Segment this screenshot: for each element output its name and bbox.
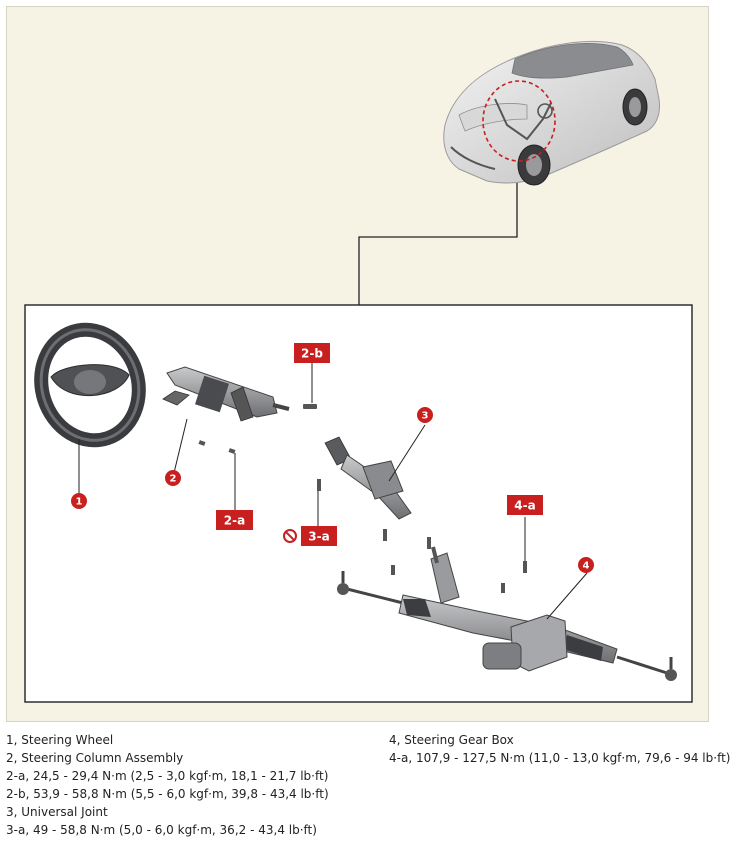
svg-text:4: 4 <box>583 561 590 572</box>
leader-lines <box>78 363 588 620</box>
legend-item-torque-2a: 2-a, 24,5 - 29,4 N·m (2,5 - 3,0 kgf·m, 1… <box>6 769 329 783</box>
callout-2: 2 <box>165 470 181 486</box>
callout-1: 1 <box>71 493 87 509</box>
svg-text:1: 1 <box>76 497 83 508</box>
tag-3a: 3-a <box>301 526 337 546</box>
svg-text:2: 2 <box>170 474 177 485</box>
legend-item-torque-2b: 2-b, 53,9 - 58,8 N·m (5,5 - 6,0 kgf·m, 3… <box>6 787 329 801</box>
legend-item-torque-4a: 4-a, 107,9 - 127,5 N·m (11,0 - 13,0 kgf·… <box>389 751 730 765</box>
steering-gear-box-part <box>337 546 677 681</box>
legend-item-universal-joint: 3, Universal Joint <box>6 805 108 819</box>
steering-system-diagram: 1 2 3 4 2-b 2-a 3-a 4-a <box>24 40 693 703</box>
tag-4a: 4-a <box>507 495 543 515</box>
svg-text:3-a: 3-a <box>308 530 329 544</box>
callout-3: 3 <box>417 407 433 423</box>
parts-legend: 1, Steering Wheel 2, Steering Column Ass… <box>6 731 730 841</box>
legend-column-left: 1, Steering Wheel 2, Steering Column Ass… <box>6 731 386 839</box>
detail-connector-line <box>358 183 518 305</box>
svg-text:3: 3 <box>422 411 429 422</box>
svg-text:2-b: 2-b <box>301 347 323 361</box>
no-reuse-icon <box>283 529 297 543</box>
legend-item-steering-wheel: 1, Steering Wheel <box>6 733 114 747</box>
legend-column-right: 4, Steering Gear Box 4-a, 107,9 - 127,5 … <box>389 731 730 767</box>
joint-bolts <box>317 479 527 593</box>
svg-text:2-a: 2-a <box>224 514 245 528</box>
universal-joint-part <box>324 436 412 520</box>
steering-wheel-part <box>34 322 146 448</box>
legend-item-torque-3a: 3-a, 49 - 58,8 N·m (5,0 - 6,0 kgf·m, 36,… <box>6 823 317 837</box>
legend-item-steering-gear-box: 4, Steering Gear Box <box>389 733 514 747</box>
callout-4: 4 <box>578 557 594 573</box>
tag-2a: 2-a <box>216 510 253 530</box>
svg-text:4-a: 4-a <box>514 499 535 513</box>
legend-item-steering-column: 2, Steering Column Assembly <box>6 751 184 765</box>
exploded-diagram-figure: 1 2 3 4 2-b 2-a 3-a 4-a <box>6 6 709 722</box>
column-bolts <box>198 404 317 454</box>
steering-column-part <box>162 366 290 422</box>
tag-2b: 2-b <box>294 343 330 363</box>
vehicle-illustration <box>443 40 660 186</box>
